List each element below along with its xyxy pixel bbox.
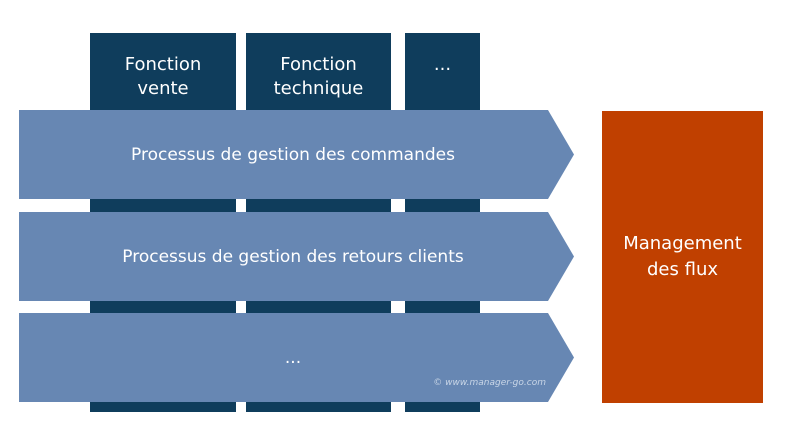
- process-arrow-more: ... © www.manager-go.com: [19, 313, 574, 402]
- watermark-text: © www.manager-go.com: [433, 378, 546, 388]
- process-arrow-commandes: Processus de gestion des commandes: [19, 110, 574, 199]
- flux-label: Management des flux: [623, 233, 742, 280]
- process-label: Processus de gestion des commandes: [131, 144, 455, 165]
- function-label: Fonction vente: [124, 54, 202, 99]
- function-label: ...: [433, 54, 452, 75]
- flux-management-box: Management des flux: [602, 111, 763, 403]
- process-label: ...: [284, 347, 302, 368]
- process-arrow-retours: Processus de gestion des retours clients: [19, 212, 574, 301]
- process-label: Processus de gestion des retours clients: [122, 246, 464, 267]
- function-label: Fonction technique: [273, 54, 364, 99]
